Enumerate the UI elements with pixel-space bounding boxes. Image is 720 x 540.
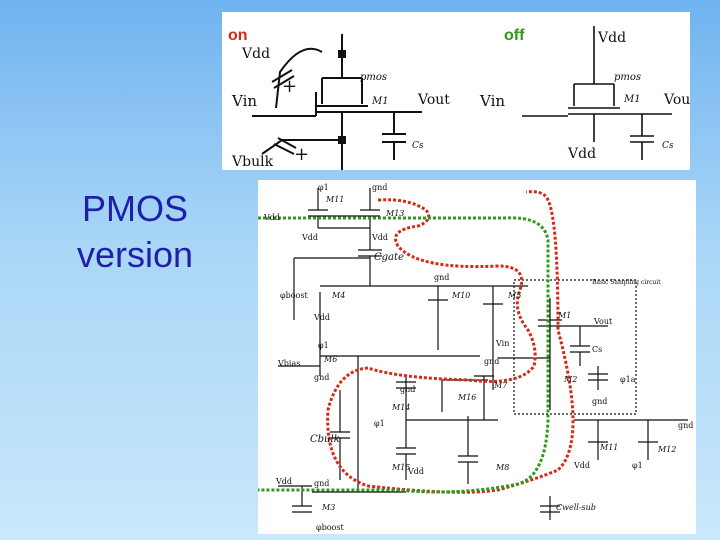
left-device: pmos	[360, 72, 387, 83]
label-cbulk: Cbulk	[310, 434, 340, 445]
label-m2: M2	[563, 375, 577, 384]
label-gnd-m7: gnd	[484, 357, 499, 366]
label-gnd-m14: gnd	[400, 385, 415, 394]
label-m1: M1	[557, 311, 571, 320]
label-m12: M12	[657, 445, 676, 454]
label-m16: M16	[457, 393, 476, 402]
label-vdd-a: Vdd	[263, 213, 280, 222]
label-vdd-c: Vdd	[371, 233, 388, 242]
label-basic-sampling: Basic Sampling circuit	[592, 279, 661, 286]
label-m8: M8	[495, 463, 509, 472]
label-vbias: Vbias	[277, 359, 300, 368]
label-phi1-mid: φ1	[374, 419, 385, 428]
label-gnd-m3: gnd	[314, 479, 329, 488]
right-vdd-top: Vdd	[597, 30, 626, 46]
label-phi1a: φ1a	[620, 375, 636, 384]
label-m5: M5	[507, 291, 521, 300]
slide-title: PMOS version	[40, 186, 230, 278]
left-transistor: M1	[371, 96, 389, 107]
label-m14: M14	[391, 403, 410, 412]
pmos-circuit-diagram: φ1 gnd M11 M13 Vdd Vdd Vdd Cgate gnd φbo…	[258, 180, 696, 534]
left-circuit	[252, 34, 422, 170]
plus-sign-2: +	[294, 144, 309, 165]
label-gnd-m11: gnd	[678, 421, 693, 430]
label-vout: Vout	[593, 317, 613, 326]
label-gnd-m6: gnd	[314, 373, 329, 382]
on-state-path	[326, 190, 575, 494]
switch-state-diagram: on off + + Vdd pmos	[222, 12, 690, 170]
off-state-path	[258, 216, 550, 494]
label-cwell-sub: Cwell-sub	[556, 503, 596, 512]
label-vdd-m15: Vdd	[407, 467, 424, 476]
circuit-wires	[278, 188, 688, 520]
label-vdd-b: Vdd	[301, 233, 318, 242]
right-vin: Vin	[479, 92, 505, 110]
left-vout: Vout	[417, 92, 450, 108]
right-device: pmos	[614, 72, 641, 83]
label-gnd-top: gnd	[372, 183, 387, 192]
title-line-version: version	[76, 234, 194, 275]
label-m11: M11	[325, 195, 344, 204]
label-vdd-m11: Vdd	[573, 461, 590, 470]
label-phi-boost-2: φboost	[316, 523, 344, 532]
right-transistor: M1	[623, 94, 641, 105]
left-vdd: Vdd	[241, 46, 270, 62]
switch-state-svg: on off + + Vdd pmos	[228, 26, 690, 170]
left-cap: Cs	[412, 141, 424, 151]
circuit-labels: φ1 gnd M11 M13 Vdd Vdd Vdd Cgate gnd φbo…	[263, 183, 693, 532]
right-cap: Cs	[662, 141, 674, 151]
off-label: off	[504, 27, 525, 44]
label-phi1-m12: φ1	[632, 461, 643, 470]
left-vbulk: Vbulk	[231, 154, 274, 170]
title-line-pmos: PMOS	[81, 188, 188, 229]
on-label: on	[228, 27, 248, 44]
label-m4: M4	[331, 291, 345, 300]
label-vdd-m4: Vdd	[313, 313, 330, 322]
label-gnd-m2: gnd	[592, 397, 607, 406]
pmos-circuit-svg: φ1 gnd M11 M13 Vdd Vdd Vdd Cgate gnd φbo…	[258, 183, 693, 532]
label-vin: Vin	[495, 339, 509, 348]
plus-sign-1: +	[282, 76, 297, 97]
label-m15: M15	[391, 463, 410, 472]
label-gnd-m10: gnd	[434, 273, 449, 282]
right-vout: Vout	[663, 92, 690, 108]
label-m7: M7	[493, 381, 508, 390]
label-cgate: Cgate	[374, 252, 404, 263]
label-m11-right: M11	[599, 443, 618, 452]
label-m10: M10	[451, 291, 470, 300]
label-cs: Cs	[592, 345, 602, 354]
label-vdd-m3: Vdd	[275, 477, 292, 486]
right-circuit	[522, 26, 672, 160]
right-vdd-bottom: Vdd	[567, 146, 596, 162]
label-phi-boost: φboost	[280, 291, 308, 300]
label-m13: M13	[385, 209, 404, 218]
label-m3: M3	[321, 503, 335, 512]
left-vin: Vin	[231, 92, 257, 110]
label-m6: M6	[323, 355, 337, 364]
label-phi1-m6: φ1	[318, 341, 329, 350]
label-phi1-top: φ1	[318, 183, 329, 192]
